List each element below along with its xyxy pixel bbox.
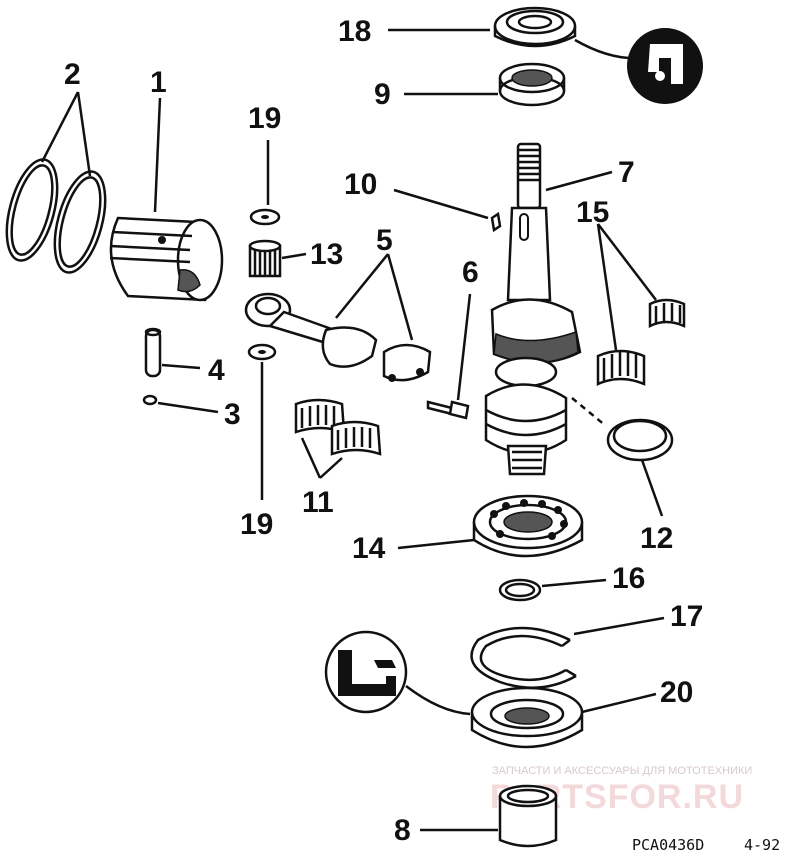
part-11-bearing-cages xyxy=(294,398,382,456)
part-9-bearing xyxy=(498,62,566,107)
part-2-piston-rings xyxy=(5,158,107,274)
page-reference: 4-92 xyxy=(744,836,780,854)
part-10-woodruff-key xyxy=(490,211,502,233)
leader-15b xyxy=(596,223,618,351)
leader-10 xyxy=(393,188,489,220)
part-1-piston xyxy=(109,216,224,302)
leader-11a xyxy=(300,437,322,479)
part-7-crankshaft xyxy=(484,142,582,476)
part-12-ring xyxy=(571,397,674,462)
part-6-rod-bolt xyxy=(426,400,470,420)
callout-7: 7 xyxy=(618,156,635,189)
callout-11: 11 xyxy=(302,486,334,519)
callout-19-top: 19 xyxy=(248,102,281,135)
part-14-ball-bearing xyxy=(472,494,584,558)
callout-1: 1 xyxy=(150,66,167,99)
leader-13 xyxy=(281,252,307,260)
part-13-needle-bearing xyxy=(248,239,282,278)
callout-3: 3 xyxy=(224,398,241,431)
leader-14 xyxy=(397,538,475,550)
callout-19-bottom: 19 xyxy=(240,508,273,541)
leader-6 xyxy=(456,293,472,401)
leader-11b xyxy=(319,457,343,479)
part-17-snap-ring xyxy=(470,626,577,690)
sealant-symbol-icon xyxy=(574,28,703,104)
part-8-sleeve xyxy=(498,784,558,848)
leader-15a xyxy=(597,223,657,301)
callout-18: 18 xyxy=(338,15,371,48)
lubricant-symbol-icon xyxy=(324,630,471,716)
callout-8: 8 xyxy=(394,814,411,847)
leader-4 xyxy=(161,363,201,370)
diagram-code: PCA0436D xyxy=(632,836,704,854)
part-19-washer-top xyxy=(249,208,281,226)
leader-1 xyxy=(153,97,162,213)
leader-16 xyxy=(541,578,607,588)
part-20-lower-seal xyxy=(470,686,584,749)
callout-4: 4 xyxy=(208,354,225,387)
callout-16: 16 xyxy=(612,562,645,595)
leader-12 xyxy=(640,459,664,517)
part-18-seal xyxy=(493,6,577,48)
callout-5: 5 xyxy=(376,224,393,257)
callout-2: 2 xyxy=(64,58,81,91)
part-16-retaining-ring xyxy=(498,578,542,602)
callout-6: 6 xyxy=(462,256,479,289)
callout-14: 14 xyxy=(352,532,386,565)
callout-10: 10 xyxy=(344,168,377,201)
leader-5a xyxy=(335,253,389,319)
part-3-retaining-clip xyxy=(142,394,158,406)
part-5-connecting-rod xyxy=(244,292,432,382)
part-15-main-bearing xyxy=(596,298,686,386)
callout-9: 9 xyxy=(374,78,391,111)
leader-17 xyxy=(573,616,665,636)
leader-2b xyxy=(76,91,92,177)
leader-7 xyxy=(545,170,613,192)
part-4-wrist-pin xyxy=(144,327,162,378)
leader-5b xyxy=(386,253,414,341)
leader-2a xyxy=(40,91,80,163)
callout-12: 12 xyxy=(640,522,673,555)
watermark-tagline: ЗАПЧАСТИ И АКСЕССУАРЫ ДЛЯ МОТОТЕХНИКИ xyxy=(492,765,752,777)
callout-15: 15 xyxy=(576,196,609,229)
leader-3 xyxy=(157,401,219,414)
callout-20: 20 xyxy=(660,676,693,709)
part-19-washer-bottom xyxy=(247,343,277,361)
leader-20 xyxy=(581,692,657,714)
callout-13: 13 xyxy=(310,238,343,271)
callout-17: 17 xyxy=(670,600,703,633)
